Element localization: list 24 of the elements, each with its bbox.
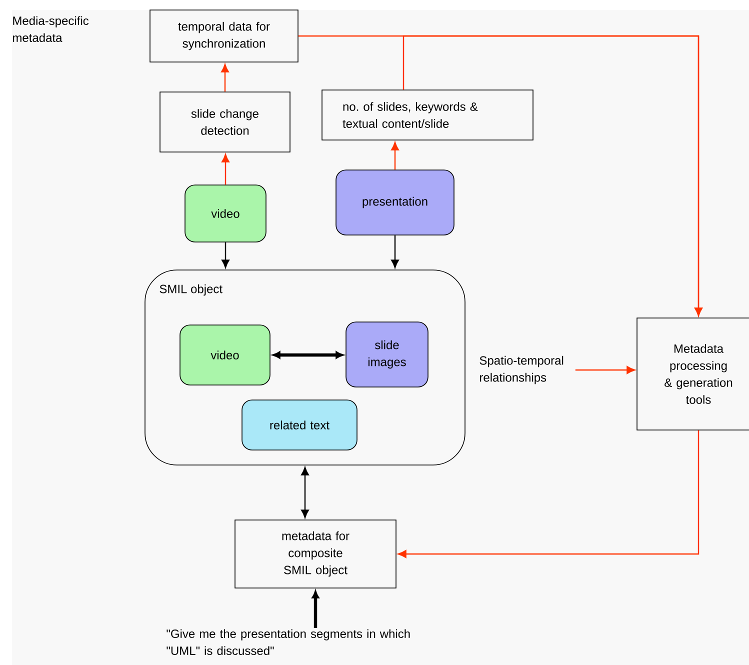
process-box: temporal data for synchronization [150, 10, 298, 62]
arrow [222, 154, 230, 185]
media-box: presentation [336, 170, 454, 236]
process-box: no. of slides, keywords & textual content/slide [322, 90, 534, 140]
arrow [222, 242, 230, 268]
media-box: video [184, 184, 266, 242]
arrow [272, 351, 344, 359]
media-box: slide images [346, 322, 428, 388]
arrow [391, 235, 399, 268]
arrow [391, 142, 399, 170]
arrow [402, 35, 702, 316]
arrow [312, 590, 320, 628]
process-box: slide change detection [160, 92, 290, 152]
arrow [575, 366, 636, 374]
process-box: Metadata processing & generation tools [636, 318, 749, 430]
arrow [301, 466, 309, 518]
process-box: metadata for composite SMIL object [234, 520, 396, 588]
arrow [221, 64, 229, 92]
arrow [398, 430, 700, 558]
media-box: related text [242, 400, 358, 450]
media-box: video [180, 324, 270, 386]
relation-text: Spatio-temporal relationships [480, 356, 564, 384]
query-text: "Give me the presentation segments in which "UML" is discussed" [166, 629, 410, 655]
section-label: Media-specific metadata [13, 16, 89, 42]
